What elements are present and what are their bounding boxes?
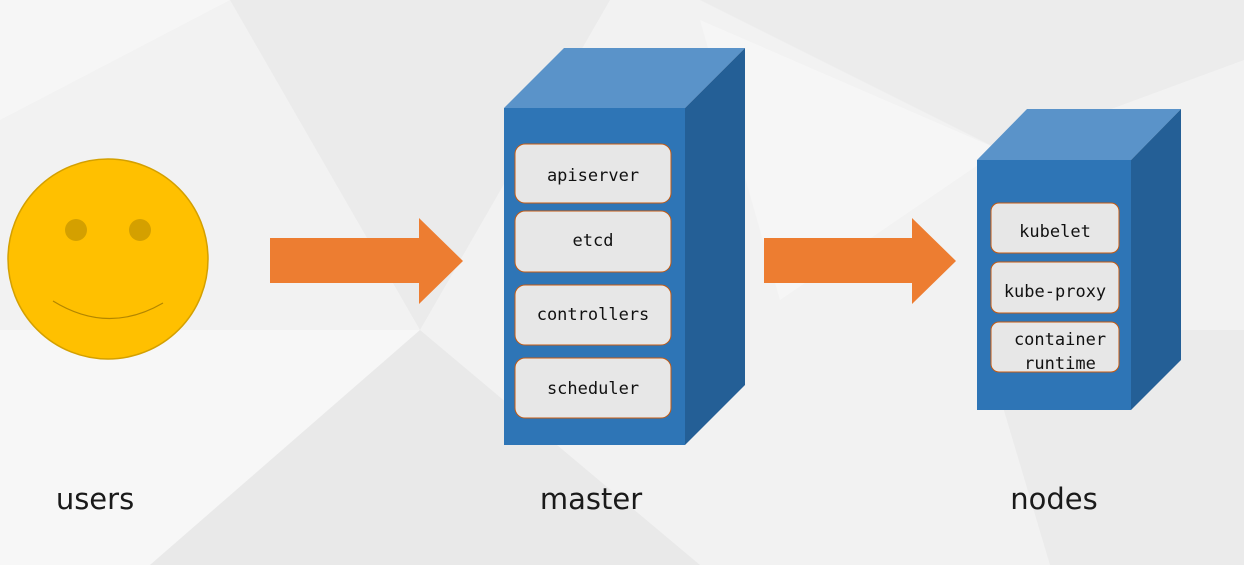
node-component-kube-proxy: kube-proxy xyxy=(990,261,1120,314)
caption-nodes: nodes xyxy=(1010,482,1098,516)
master-component-apiserver: apiserver xyxy=(514,143,672,204)
component-label: apiserver xyxy=(547,166,639,186)
master-component-controllers: controllers xyxy=(514,284,672,346)
master-component-etcd: etcd xyxy=(514,210,672,273)
node-component-kubelet: kubelet xyxy=(990,202,1120,254)
component-label: kube-proxy xyxy=(1004,282,1106,302)
right-arrow-icon xyxy=(270,218,463,304)
component-label: scheduler xyxy=(547,379,639,399)
component-label: etcd xyxy=(573,231,614,251)
component-label-line-1: container xyxy=(1014,330,1106,350)
node-server-side xyxy=(1131,109,1181,410)
component-label: kubelet xyxy=(1019,222,1091,242)
left-eye xyxy=(65,219,87,241)
caption-master: master xyxy=(539,482,643,516)
caption-users: users xyxy=(55,482,135,516)
master-server-top xyxy=(504,48,745,108)
node-components: kubelet kube-proxy container runtime xyxy=(990,202,1120,374)
master-component-scheduler: scheduler xyxy=(514,357,672,419)
master-components: apiserver etcd controllers scheduler xyxy=(514,143,672,419)
component-label: controllers xyxy=(537,305,650,325)
component-label-line-2: runtime xyxy=(1024,354,1096,374)
smile xyxy=(52,300,164,320)
right-arrow-icon xyxy=(764,218,956,304)
node-component-container-runtime: container runtime xyxy=(990,321,1120,374)
right-eye xyxy=(129,219,151,241)
node-server-top xyxy=(977,109,1181,160)
smiley-face-icon xyxy=(7,158,209,360)
master-server-side xyxy=(685,48,745,445)
